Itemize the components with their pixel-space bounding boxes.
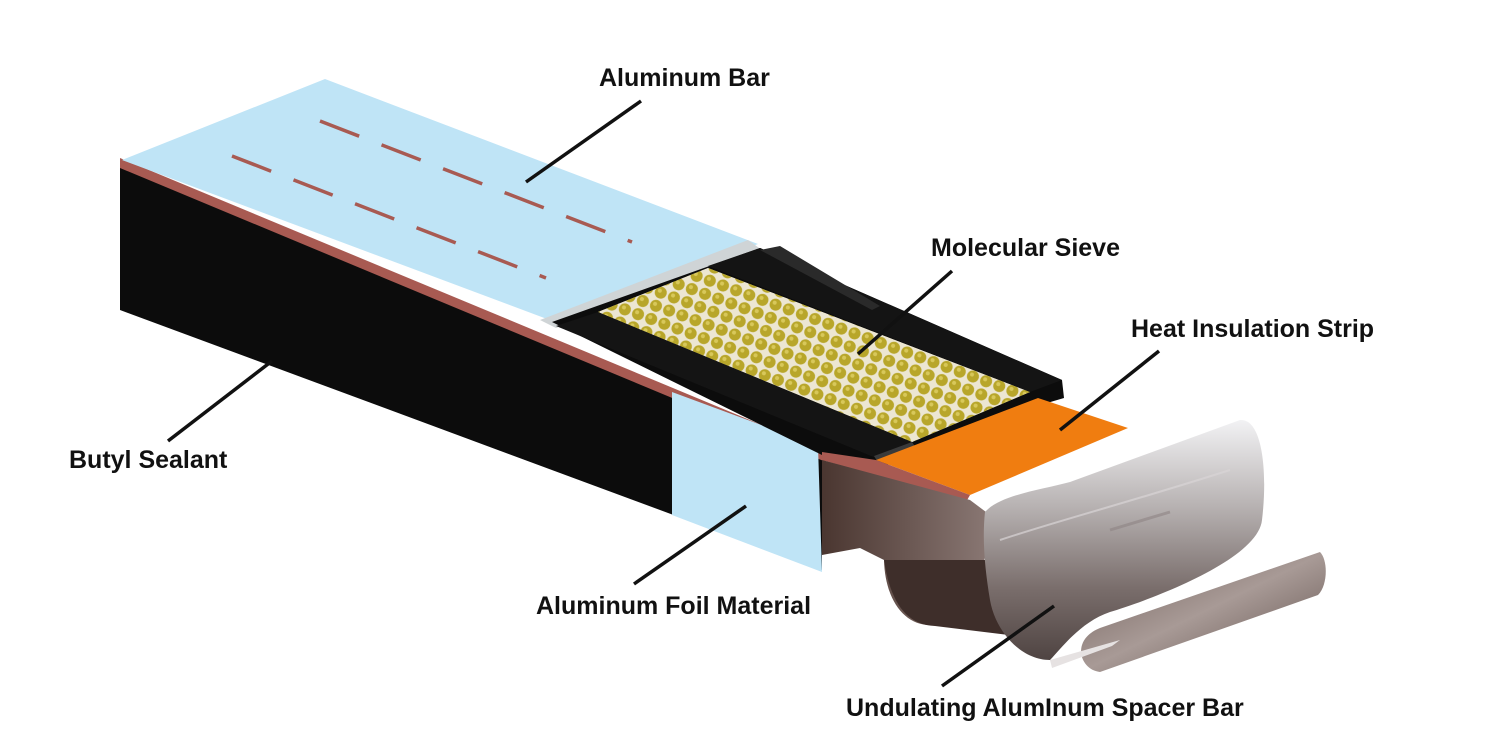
butyl-sealant-body bbox=[120, 158, 826, 570]
label-aluminum-bar: Aluminum Bar bbox=[599, 64, 770, 92]
aluminum-foil-wrap bbox=[672, 392, 822, 572]
label-heat-insulation-strip: Heat Insulation Strip bbox=[1131, 315, 1375, 343]
label-aluminum-foil-material: Aluminum Foil Material bbox=[536, 592, 812, 620]
leader-line-spacer-bar bbox=[940, 604, 1056, 688]
leader-line-butyl-sealant bbox=[166, 359, 274, 443]
leader-line-heat-insulation-strip bbox=[1058, 349, 1161, 432]
undulating-spacer-bar bbox=[822, 419, 1326, 672]
label-molecular-sieve: Molecular Sieve bbox=[931, 234, 1120, 262]
heat-insulation-strip bbox=[822, 398, 1128, 502]
molecular-sieve-beads bbox=[598, 268, 1030, 442]
leader-lines bbox=[166, 99, 1161, 688]
leader-line-aluminum-bar bbox=[524, 99, 643, 184]
label-undulating-spacer-bar: Undulating AlumInum Spacer Bar bbox=[846, 694, 1244, 722]
leader-line-molecular-sieve bbox=[856, 269, 954, 356]
aluminum-bar-top bbox=[122, 79, 762, 328]
label-butyl-sealant: Butyl Sealant bbox=[69, 446, 228, 474]
leader-line-aluminum-foil bbox=[632, 504, 748, 586]
